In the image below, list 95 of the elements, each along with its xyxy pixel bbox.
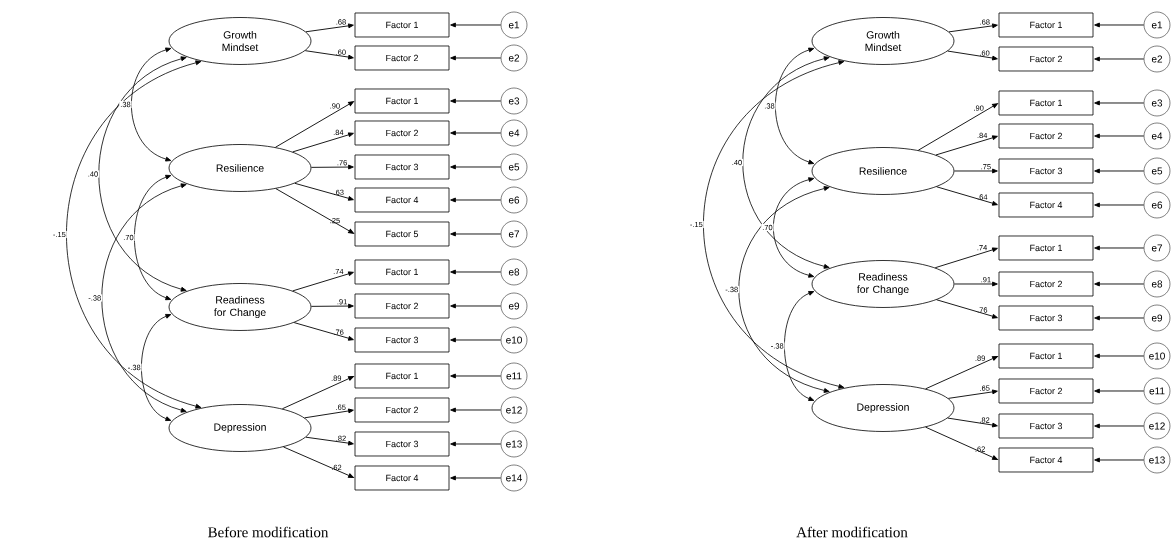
loading-arrow — [310, 303, 354, 309]
error-arrow — [450, 22, 502, 28]
loading-arrow — [936, 186, 998, 206]
loading-arrow — [953, 168, 998, 174]
loading-arrow — [934, 247, 998, 269]
loading-arrow — [948, 23, 998, 33]
loading-arrow — [275, 101, 354, 148]
error-arrow — [450, 164, 502, 170]
error-arrow — [450, 197, 502, 203]
correlation-arrow — [772, 177, 815, 278]
error-arrow — [1094, 245, 1145, 251]
indicator-box: Factor 3 — [998, 413, 1094, 439]
indicator-box: Factor 2 — [354, 45, 450, 71]
indicator-box: Factor 1 — [998, 343, 1094, 369]
error-arrow — [1094, 388, 1145, 394]
loading-arrow — [947, 417, 998, 428]
error-arrow — [1094, 353, 1145, 359]
correlation-arrow — [703, 60, 845, 389]
indicator-box: Factor 3 — [354, 154, 450, 180]
indicator-box: Factor 2 — [998, 123, 1094, 149]
error-arrow — [1094, 202, 1145, 208]
loading-arrow — [925, 426, 998, 460]
indicator-box: Factor 4 — [354, 187, 450, 213]
indicator-box: Factor 3 — [354, 431, 450, 457]
indicator-box: Factor 2 — [998, 46, 1094, 72]
loading-arrow — [947, 389, 998, 399]
error-arrow — [1094, 457, 1145, 463]
correlation-arrow — [742, 56, 830, 269]
correlation-arrow — [775, 47, 815, 165]
indicator-box: Factor 4 — [998, 447, 1094, 473]
error-arrow — [1094, 281, 1145, 287]
error-arrow — [450, 407, 502, 413]
loading-arrow — [294, 182, 354, 201]
correlation-arrow — [738, 186, 830, 393]
indicator-box: Factor 1 — [354, 259, 450, 285]
correlation-arrow — [134, 174, 172, 301]
correlation-arrow — [66, 60, 202, 409]
loading-arrow — [305, 23, 354, 33]
loading-arrow — [304, 50, 354, 60]
correlation-arrow — [141, 314, 172, 421]
correlation-arrow — [101, 183, 187, 413]
correlation-arrow — [98, 56, 187, 292]
indicator-box: Factor 3 — [998, 305, 1094, 331]
correlation-arrow — [784, 291, 815, 401]
error-arrow — [450, 231, 502, 237]
indicator-box: Factor 1 — [354, 12, 450, 38]
indicator-box: Factor 1 — [354, 88, 450, 114]
error-arrow — [450, 373, 502, 379]
error-arrow — [1094, 423, 1145, 429]
indicator-box: Factor 1 — [354, 363, 450, 389]
indicator-box: Factor 1 — [998, 12, 1094, 38]
error-arrow — [450, 130, 502, 136]
error-arrow — [450, 55, 502, 61]
caption: Before modification — [208, 526, 329, 538]
loading-arrow — [283, 446, 354, 478]
error-arrow — [1094, 315, 1145, 321]
indicator-box: Factor 2 — [998, 271, 1094, 297]
indicator-box: Factor 3 — [354, 327, 450, 353]
indicator-box: Factor 1 — [998, 90, 1094, 116]
correlation-arrow — [131, 47, 172, 162]
loading-arrow — [292, 271, 354, 292]
error-arrow — [1094, 56, 1145, 62]
error-arrow — [450, 98, 502, 104]
error-arrow — [450, 337, 502, 343]
loading-arrow — [310, 164, 354, 170]
loading-arrow — [292, 132, 354, 153]
loading-arrow — [304, 408, 354, 419]
indicator-box: Factor 5 — [354, 221, 450, 247]
indicator-box: Factor 1 — [998, 235, 1094, 261]
loading-arrow — [953, 281, 998, 287]
indicator-box: Factor 4 — [998, 192, 1094, 218]
error-arrow — [450, 269, 502, 275]
error-arrow — [1094, 100, 1145, 106]
indicator-box: Factor 3 — [998, 158, 1094, 184]
error-arrow — [450, 475, 502, 481]
loading-arrow — [917, 103, 998, 151]
loading-arrow — [935, 135, 998, 156]
caption: After modification — [796, 526, 908, 538]
loading-arrow — [936, 299, 998, 319]
indicator-box: Factor 2 — [354, 293, 450, 319]
error-arrow — [1094, 133, 1145, 139]
error-arrow — [450, 303, 502, 309]
indicator-box: Factor 2 — [998, 378, 1094, 404]
loading-arrow — [281, 376, 354, 410]
error-arrow — [450, 441, 502, 447]
loading-arrow — [275, 188, 354, 234]
indicator-box: Factor 4 — [354, 465, 450, 491]
loading-arrow — [925, 356, 998, 390]
indicator-box: Factor 2 — [354, 397, 450, 423]
loading-arrow — [305, 436, 354, 446]
error-arrow — [1094, 168, 1145, 174]
loading-arrow — [947, 50, 998, 61]
error-arrow — [1094, 22, 1145, 28]
indicator-box: Factor 2 — [354, 120, 450, 146]
loading-arrow — [293, 322, 354, 341]
